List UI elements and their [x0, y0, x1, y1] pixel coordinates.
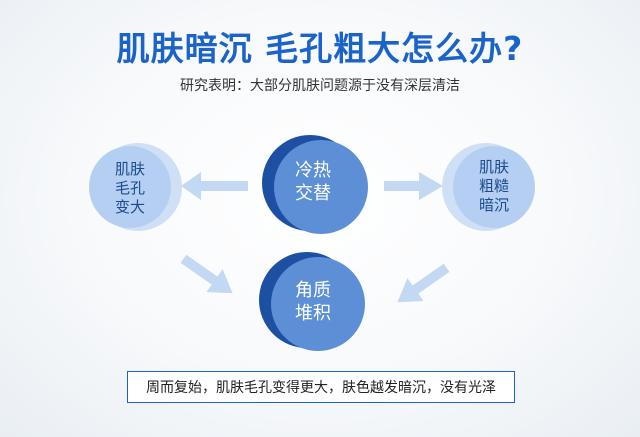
node-bottom-label: 角质 堆积 [295, 280, 331, 324]
node-center-circle [262, 135, 368, 234]
node-left-circle [89, 143, 182, 231]
node-right-label: 肌肤 粗糙 暗沉 [478, 158, 509, 214]
arrow-left-to-bottom [180, 254, 233, 294]
arrow-center-to-right [384, 172, 443, 200]
node-bottom-circle [259, 252, 365, 351]
node-right-circle [442, 143, 535, 231]
page-subtitle: 研究表明：大部分肌肤问题源于没有深层清洁 [180, 78, 460, 94]
arrow-center-to-left [181, 172, 248, 200]
node-left-label: 肌肤 毛孔 变大 [114, 160, 145, 216]
summary-box: 周而复始，肌肤毛孔变得更大，肤色越发暗沉，没有光泽 [127, 371, 515, 403]
node-center-label: 冷热 交替 [295, 160, 331, 204]
page-title: 肌肤暗沉 毛孔粗大怎么办? [116, 29, 524, 68]
summary-text: 周而复始，肌肤毛孔变得更大，肤色越发暗沉，没有光泽 [146, 380, 496, 396]
arrow-right-to-bottom [397, 263, 450, 303]
